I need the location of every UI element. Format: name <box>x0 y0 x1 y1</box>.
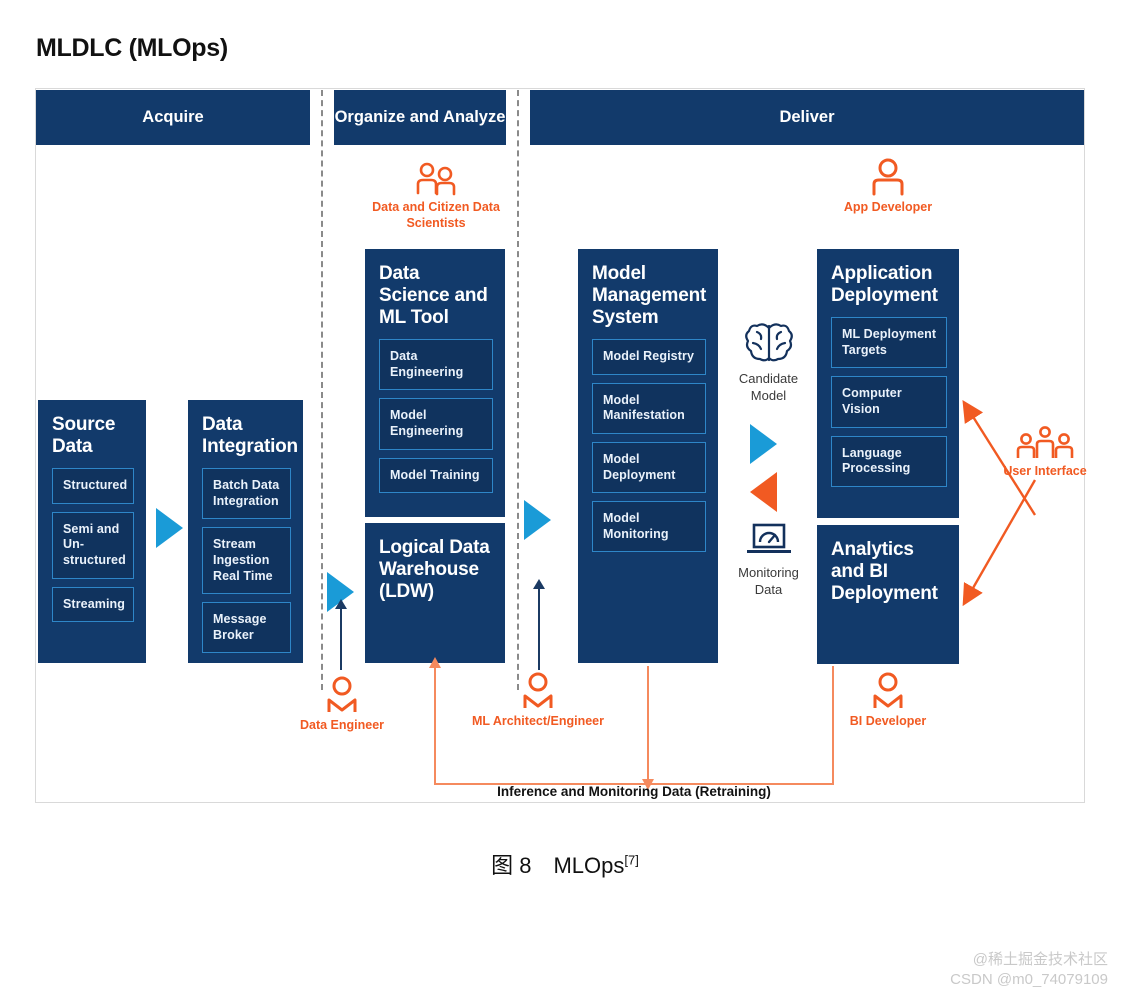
arrow-source-to-integration-icon <box>156 508 183 548</box>
feedback-path-right <box>832 666 834 785</box>
feedback-arrow-up-icon <box>429 657 441 668</box>
phase-label-organize: Organize and Analyze <box>334 107 506 126</box>
subbox-model-manifestation: Model Manifestation <box>592 382 706 434</box>
role-label-data-citizen-scientists: Data and Citizen Data Scientists <box>372 200 500 230</box>
subbox-data-engineering: Data Engineering <box>379 339 493 391</box>
role-bi-developer: BI Developer <box>828 672 948 730</box>
person-icon <box>523 672 553 708</box>
candidate-model-group: Candidate Model <box>726 318 811 405</box>
candidate-model-label: Candidate Model <box>738 371 799 403</box>
arrow-up-data-engineer-icon <box>335 599 347 670</box>
subbox-model-deployment: Model Deployment <box>592 441 706 494</box>
phase-header-organize: Organize and Analyze <box>334 90 506 145</box>
phase-header-acquire: Acquire <box>36 90 310 145</box>
subbox-semi-unstructured: Semi and Un-structured <box>52 511 134 579</box>
watermark-line-1: @稀土掘金技术社区 <box>972 950 1108 968</box>
feedback-path-left <box>434 666 436 785</box>
panel-title-application-deployment: Application Deployment <box>831 263 938 307</box>
panel-logical-data-warehouse: Logical Data Warehouse (LDW) <box>365 523 505 663</box>
figure-caption: 图 8 MLOps[7] <box>0 848 1130 880</box>
panel-title-analytics-bi-deployment: Analytics and BI Deployment <box>831 539 938 605</box>
subbox-message-broker: Message Broker <box>202 602 291 654</box>
subbox-model-engineering: Model Engineering <box>379 398 493 450</box>
feedback-path-bottom <box>434 783 834 785</box>
subbox-computer-vision: Computer Vision <box>831 376 947 428</box>
role-data-citizen-scientists: Data and Citizen Data Scientists <box>370 162 502 231</box>
user-interface-arrows <box>962 399 1037 607</box>
monitoring-data-label: Monitoring Data <box>738 565 799 597</box>
subbox-model-registry: Model Registry <box>592 339 706 375</box>
subbox-model-training: Model Training <box>379 457 493 494</box>
three-people-icon <box>1016 426 1074 458</box>
role-label-data-engineer: Data Engineer <box>299 718 385 732</box>
two-people-icon <box>416 162 456 196</box>
arrow-up-ml-engineer-icon <box>533 579 545 670</box>
role-label-user-interface: User Interface <box>1003 464 1087 478</box>
panel-analytics-bi-deployment: Analytics and BI Deployment <box>817 525 959 664</box>
role-user-interface: User Interface <box>990 424 1100 480</box>
subbox-model-monitoring: Model Monitoring <box>592 501 706 553</box>
page-title: MLDLC (MLOps) <box>36 34 228 62</box>
arrow-organize-to-deliver-icon <box>524 500 551 540</box>
panel-data-science-ml-tool: Data Science and ML Tool Data Engineerin… <box>365 249 505 517</box>
column-divider-left <box>321 90 323 690</box>
phase-header-deliver: Deliver <box>530 90 1084 145</box>
brain-icon <box>744 323 793 362</box>
panel-source-data: Source Data Structured Semi and Un-struc… <box>38 400 146 663</box>
watermark-line-2: CSDN @m0_74079109 <box>950 970 1108 988</box>
arrow-monitoring-back-icon <box>750 472 777 512</box>
subbox-structured: Structured <box>52 468 134 504</box>
subbox-ml-deployment-targets: ML Deployment Targets <box>831 317 947 369</box>
panel-title-source-data: Source Data <box>52 414 116 458</box>
role-label-app-developer: App Developer <box>843 200 933 214</box>
caption-reference: [7] <box>624 852 639 868</box>
column-divider-right <box>517 90 519 690</box>
feedback-arrow-down-icon <box>642 779 654 790</box>
person-icon <box>872 158 904 196</box>
panel-model-management-system: Model Management System Model Registry M… <box>578 249 718 663</box>
feedback-label: Inference and Monitoring Data (Retrainin… <box>497 784 771 799</box>
watermark: @稀土掘金技术社区 CSDN @m0_74079109 <box>950 950 1108 991</box>
role-label-bi-developer: BI Developer <box>849 714 927 728</box>
person-icon <box>873 672 903 708</box>
panel-data-integration: Data Integration Batch Data Integration … <box>188 400 303 663</box>
panel-title-logical-data-warehouse: Logical Data Warehouse (LDW) <box>379 537 490 603</box>
role-app-developer: App Developer <box>828 158 948 216</box>
arrow-candidate-model-forward-icon <box>750 424 777 464</box>
panel-title-model-management-system: Model Management System <box>592 263 707 329</box>
phase-label-acquire: Acquire <box>142 107 204 126</box>
role-ml-architect-engineer: ML Architect/Engineer <box>462 672 614 730</box>
monitoring-laptop-icon <box>746 523 791 553</box>
person-icon <box>327 676 357 712</box>
subbox-stream-ingestion: Stream Ingestion Real Time <box>202 527 291 595</box>
subbox-language-processing: Language Processing <box>831 435 947 487</box>
caption-number: 图 8 <box>491 853 532 878</box>
phase-label-deliver: Deliver <box>779 107 835 126</box>
panel-title-data-integration: Data Integration <box>202 414 298 458</box>
panel-application-deployment: Application Deployment ML Deployment Tar… <box>817 249 959 518</box>
subbox-batch-data-integration: Batch Data Integration <box>202 468 291 520</box>
role-label-ml-architect-engineer: ML Architect/Engineer <box>472 714 604 728</box>
caption-text: MLOps <box>553 853 625 878</box>
subbox-streaming: Streaming <box>52 586 134 623</box>
monitoring-data-group: Monitoring Data <box>726 520 811 599</box>
panel-title-data-science-ml-tool: Data Science and ML Tool <box>379 263 488 329</box>
feedback-path-middle <box>647 666 649 783</box>
role-data-engineer: Data Engineer <box>292 676 392 734</box>
